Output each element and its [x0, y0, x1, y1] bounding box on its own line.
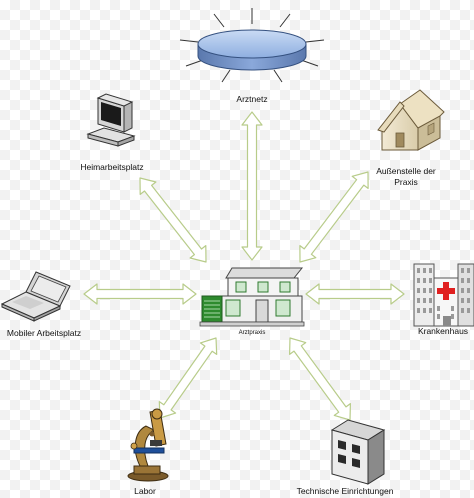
laptop-icon [0, 271, 71, 322]
arrow-technische [289, 337, 351, 421]
house-icon [377, 89, 445, 151]
arrow-krankenhaus [305, 283, 405, 305]
arrow-mobiler [83, 283, 197, 305]
arrow-heimarbeitsplatz [139, 177, 207, 263]
arrow-aussenstelle [299, 171, 369, 263]
connection-arrows [83, 111, 405, 421]
aussenstelle-node[interactable]: Außenstelle der Praxis [376, 89, 445, 187]
desktop-computer-icon [86, 93, 136, 147]
arrow-labor [158, 337, 218, 419]
aussenstelle-label-line2: Praxis [394, 177, 418, 187]
mobiler-arbeitsplatz-label: Mobiler Arbeitsplatz [7, 328, 81, 338]
mobiler-arbeitsplatz-node[interactable]: Mobiler Arbeitsplatz [0, 271, 81, 338]
arztpraxis-label: Arztpraxis [239, 330, 266, 336]
arztnetz-label: Arztnetz [236, 94, 267, 104]
arztnetz-node[interactable]: Arztnetz [179, 8, 325, 104]
network-disk-icon [179, 8, 325, 83]
technische-einrichtungen-label: Technische Einrichtungen [297, 486, 394, 496]
arrow-arztnetz [241, 111, 263, 261]
heimarbeitsplatz-node[interactable]: Heimarbeitsplatz [80, 93, 144, 172]
krankenhaus-node[interactable]: Krankenhaus [413, 263, 474, 336]
aussenstelle-label-line1: Außenstelle der [376, 166, 436, 176]
labor-node[interactable]: Labor [127, 408, 169, 496]
technische-einrichtungen-node[interactable]: Technische Einrichtungen [297, 419, 394, 496]
server-cabinet-icon [330, 419, 386, 485]
red-cross-icon [437, 282, 455, 300]
clinic-building-icon [199, 267, 305, 327]
krankenhaus-label: Krankenhaus [418, 326, 468, 336]
heimarbeitsplatz-label: Heimarbeitsplatz [80, 162, 143, 172]
microscope-icon [127, 408, 169, 482]
hospital-building-icon [413, 263, 474, 327]
arztpraxis-node[interactable]: Arztpraxis [199, 267, 305, 336]
labor-label: Labor [134, 486, 156, 496]
